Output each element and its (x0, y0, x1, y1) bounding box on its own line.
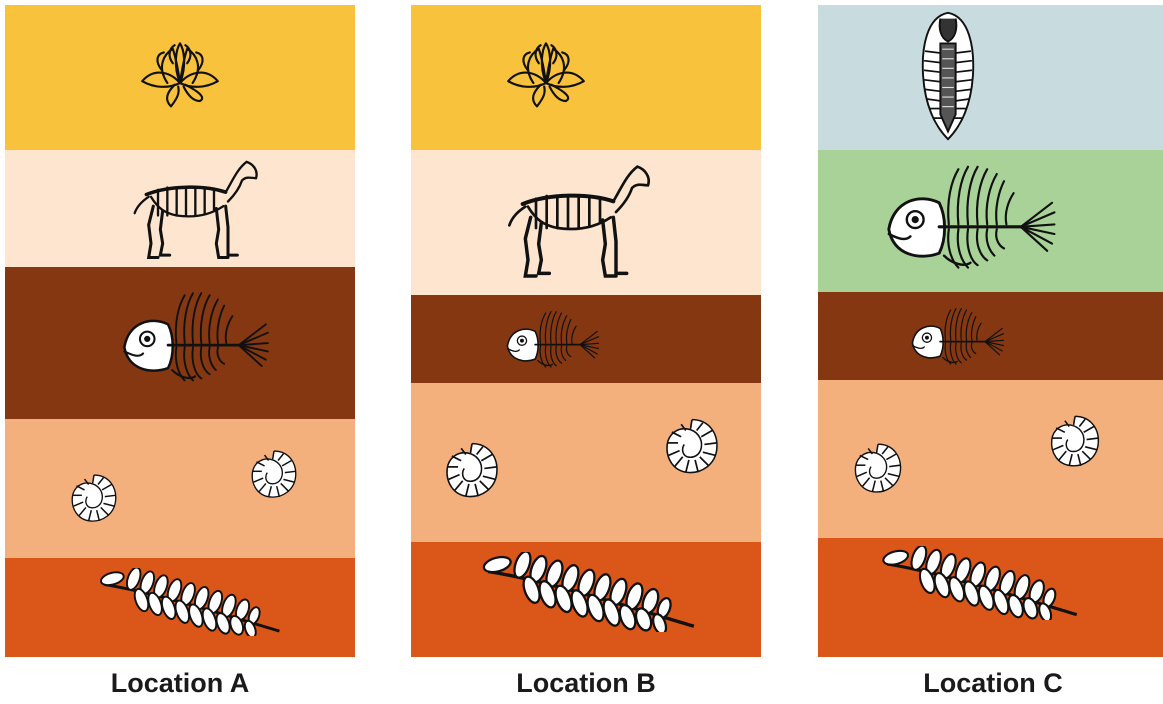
layer-5-orange (5, 558, 355, 657)
fish-skeleton-icon (5, 267, 355, 419)
layer-5-orange (818, 538, 1163, 657)
fish-skeleton-icon (818, 292, 1163, 380)
fern-leaf-icon (818, 538, 1163, 657)
location-c-column (818, 5, 1163, 657)
flower-icon (411, 5, 761, 150)
layer-2-cream (5, 150, 355, 267)
layer-2-green (818, 150, 1163, 292)
flower-icon (5, 5, 355, 150)
location-a-column (5, 5, 355, 657)
layer-3-dark-brown (411, 295, 761, 383)
location-c-label: Location C (818, 668, 1163, 699)
layer-2-cream (411, 150, 761, 295)
ammonite-icon (5, 419, 355, 558)
layer-3-dark-brown (5, 267, 355, 419)
horse-skeleton-icon (5, 150, 355, 267)
location-a-label: Location A (5, 668, 355, 699)
layer-4-peach (411, 383, 761, 542)
fish-skeleton-icon (818, 150, 1163, 292)
ammonite-icon (818, 380, 1163, 538)
layer-1-blue-gray (818, 5, 1163, 150)
layer-3-dark-brown (818, 292, 1163, 380)
fern-leaf-icon (5, 558, 355, 657)
layer-1-yellow (411, 5, 761, 150)
fish-skeleton-icon (411, 295, 761, 383)
layer-1-yellow (5, 5, 355, 150)
location-b-label: Location B (411, 668, 761, 699)
trilobite-icon (818, 5, 1163, 150)
layer-4-peach (5, 419, 355, 558)
layer-5-orange (411, 542, 761, 657)
ammonite-icon (411, 383, 761, 542)
layer-4-peach (818, 380, 1163, 538)
location-b-column (411, 5, 761, 657)
horse-skeleton-icon (411, 150, 761, 295)
fern-leaf-icon (411, 542, 761, 657)
